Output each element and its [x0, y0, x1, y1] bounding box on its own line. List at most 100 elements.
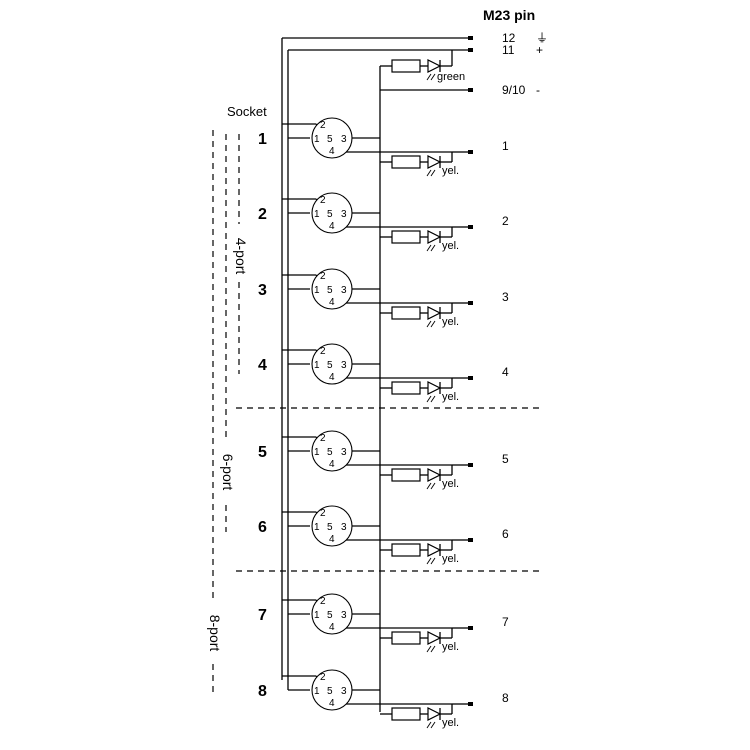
connector-pin-number: 3: [341, 686, 347, 697]
m12-socket-connector: [311, 117, 353, 159]
socket-number: 2: [258, 206, 267, 223]
m12-socket-connector: [311, 430, 353, 472]
port-group-8-label: 8-port: [207, 615, 223, 652]
m23-pin-number: 3: [502, 290, 509, 304]
led-color-label: yel.: [442, 717, 459, 729]
connector-pin-number: 2: [320, 271, 326, 282]
power-pin-label: 11: [502, 43, 515, 57]
pin-terminal: [468, 538, 473, 542]
socket-number: 3: [258, 282, 267, 299]
led-diode-icon: [427, 155, 442, 169]
connector-pin-number: 5: [327, 285, 333, 296]
connector-pin-number: 4: [329, 698, 335, 709]
m23-pin-number: 4: [502, 365, 509, 379]
resistor: [391, 707, 421, 721]
connector-pin-number: 4: [329, 534, 335, 545]
resistor: [391, 381, 421, 395]
m12-socket-connector: [311, 505, 353, 547]
pin-terminal: [468, 150, 473, 154]
connector-pin-number: 1: [314, 610, 320, 621]
m12-socket-connector: [311, 268, 353, 310]
m12-socket-connector: [311, 593, 353, 635]
led-diode-icon: [427, 468, 442, 482]
connector-pin-number: 2: [320, 508, 326, 519]
connector-pin-number: 5: [327, 447, 333, 458]
socket-number: 5: [258, 444, 267, 461]
connector-pin-number: 5: [327, 686, 333, 697]
led-diode-icon: [427, 306, 442, 320]
pin-terminal: [468, 463, 473, 467]
resistor: [391, 306, 421, 320]
pin-terminal: [468, 702, 473, 706]
resistor: [391, 543, 421, 557]
led-diode-icon: [427, 381, 442, 395]
connector-pin-number: 2: [320, 433, 326, 444]
connector-pin-number: 1: [314, 686, 320, 697]
m12-socket-connector: [311, 343, 353, 385]
connector-pin-number: 4: [329, 221, 335, 232]
connector-pin-number: 3: [341, 134, 347, 145]
socket-number: 1: [258, 131, 267, 148]
power-pin-symbol: ⏚: [536, 31, 548, 45]
connector-pin-number: 5: [327, 360, 333, 371]
connector-pin-number: 5: [327, 134, 333, 145]
connector-pin-number: 1: [314, 134, 320, 145]
connector-pin-number: 2: [320, 195, 326, 206]
status-led-row: green: [380, 50, 465, 83]
resistor: [391, 230, 421, 244]
led-diode-icon: [427, 543, 442, 557]
socket-number: 7: [258, 607, 267, 624]
port-group-6-label: 6-port: [220, 454, 236, 491]
led-color-label: yel.: [442, 165, 459, 177]
socket-number: 6: [258, 519, 267, 536]
socket-number: 8: [258, 683, 267, 700]
port-group-markers: 4-port 6-port 8-port: [207, 130, 540, 695]
connector-pin-number: 5: [327, 610, 333, 621]
power-pin-labels: 12⏚11+9/10-: [468, 31, 548, 97]
led-color-label: yel.: [442, 391, 459, 403]
pin-terminal: [468, 376, 473, 380]
led-diode-icon: [427, 707, 442, 721]
m12-socket-connector: [311, 192, 353, 234]
m23-pin-number: 8: [502, 691, 509, 705]
led-color-label: yel.: [442, 553, 459, 565]
m23-pin-number: 2: [502, 214, 509, 228]
connector-pin-number: 4: [329, 372, 335, 383]
led-diode-icon: [427, 59, 442, 73]
led-color-label: yel.: [442, 478, 459, 490]
connector-pin-number: 4: [329, 297, 335, 308]
resistor: [391, 155, 421, 169]
connector-pin-number: 2: [320, 346, 326, 357]
connector-pin-number: 5: [327, 209, 333, 220]
connector-pin-number: 1: [314, 447, 320, 458]
connector-pin-number: 1: [314, 285, 320, 296]
m12-socket-connector: [311, 669, 353, 711]
connector-pin-number: 4: [329, 622, 335, 633]
socket-number: 4: [258, 357, 267, 374]
connector-pin-number: 4: [329, 459, 335, 470]
status-led-label: green: [437, 71, 465, 83]
connector-pin-number: 3: [341, 447, 347, 458]
resistor: [391, 59, 421, 73]
m23-pin-number: 6: [502, 527, 509, 541]
resistor: [391, 468, 421, 482]
connector-pin-number: 5: [327, 522, 333, 533]
led-diode-icon: [427, 230, 442, 244]
pin-terminal: [468, 36, 473, 40]
connector-pin-number: 1: [314, 209, 320, 220]
connector-pin-number: 1: [314, 522, 320, 533]
power-pin-label: 12: [502, 31, 516, 45]
power-pin-symbol: -: [536, 83, 540, 97]
resistor: [391, 631, 421, 645]
socket-title: Socket: [227, 104, 267, 119]
connector-pin-number: 2: [320, 120, 326, 131]
